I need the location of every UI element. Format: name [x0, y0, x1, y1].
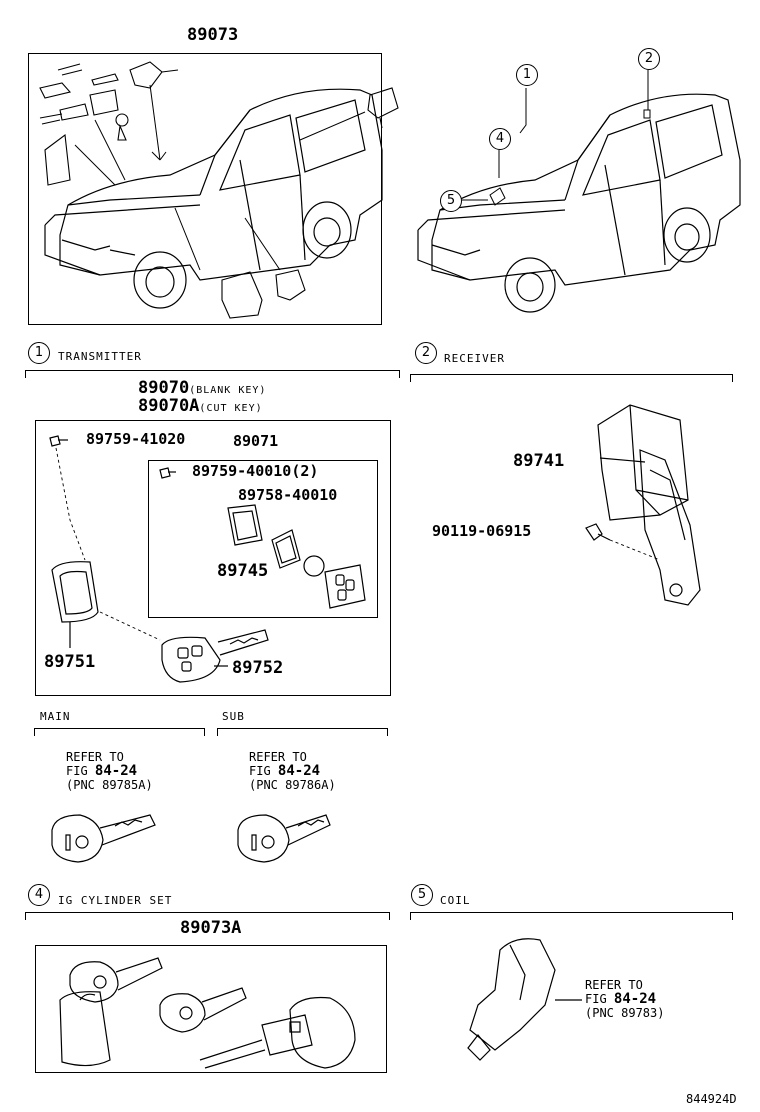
ig-cylinder-frame	[35, 945, 387, 1073]
part-case-set: 89071	[233, 432, 279, 450]
transmitter-part-alt-row: 89070A(CUT KEY)	[138, 396, 263, 416]
part-receiver: 89741	[513, 451, 565, 471]
coil-drawing	[468, 939, 582, 1060]
lock-parts-cluster	[40, 62, 398, 318]
coil-fig-prefix: FIG	[585, 992, 607, 1006]
drawing-id: 844924D	[686, 1092, 737, 1106]
callout-2: 2	[638, 48, 660, 70]
receiver-index: 2	[415, 342, 437, 364]
part-bolt: 90119-06915	[432, 522, 532, 540]
sub-refer-text: REFER TO	[249, 750, 307, 764]
coil-pnc: (PNC 89783)	[585, 1006, 665, 1020]
sub-fig-prefix: FIG	[249, 764, 271, 778]
transmitter-frame	[35, 420, 391, 696]
part-oring: 89758-40010	[238, 486, 338, 504]
part-key: 89752	[232, 658, 284, 678]
vehicle-right-illustration	[418, 94, 740, 312]
sub-title: SUB	[222, 710, 245, 723]
transmitter-index: 1	[28, 342, 50, 364]
sub-fig: 84-24	[277, 763, 321, 779]
transmitter-part-alt-note: (CUT KEY)	[199, 403, 263, 414]
part-cover: 89751	[44, 652, 96, 672]
main-pnc: (PNC 89785A)	[66, 778, 153, 792]
main-fig-prefix: FIG	[66, 764, 88, 778]
transmitter-part-alt: 89070A	[138, 396, 200, 416]
callout-4: 4	[489, 128, 511, 150]
receiver-title: RECEIVER	[444, 352, 505, 365]
coil-title: COIL	[440, 894, 471, 907]
part-ig-cylinder-set: 89073A	[180, 918, 242, 938]
assembly-part-number: 89073	[187, 25, 239, 45]
vehicle-left-illustration	[45, 89, 382, 308]
ig-cylinder-drawing	[60, 958, 355, 1068]
assembly-frame	[28, 53, 382, 325]
sub-reference: REFER TO FIG 84-24 (PNC 89786A)	[249, 750, 336, 792]
main-reference: REFER TO FIG 84-24 (PNC 89785A)	[66, 750, 153, 792]
transmitter-part-main-note: (BLANK KEY)	[189, 385, 267, 396]
transmitter-drawing	[50, 436, 365, 682]
sub-pnc: (PNC 89786A)	[249, 778, 336, 792]
receiver-drawing	[586, 405, 700, 605]
part-screw-inner: 89759-40010(2)	[192, 462, 319, 480]
part-battery: 89745	[217, 561, 269, 581]
transmitter-part-main: 89070	[138, 378, 190, 398]
main-title: MAIN	[40, 710, 71, 723]
transmitter-part-main-row: 89070(BLANK KEY)	[138, 378, 266, 398]
callout-1: 1	[516, 64, 538, 86]
callout-leaders-top-right	[462, 70, 650, 205]
sub-key-drawing	[238, 815, 330, 862]
transmitter-rule	[25, 370, 399, 371]
assembly-arrows	[75, 85, 365, 270]
coil-fig: 84-24	[613, 991, 657, 1007]
main-fig: 84-24	[94, 763, 138, 779]
ig-cylinder-title: IG CYLINDER SET	[58, 894, 173, 907]
coil-index: 5	[411, 884, 433, 906]
ig-cylinder-index: 4	[28, 884, 50, 906]
main-refer-text: REFER TO	[66, 750, 124, 764]
transmitter-title: TRANSMITTER	[58, 350, 142, 363]
coil-refer-text: REFER TO	[585, 978, 643, 992]
coil-reference: REFER TO FIG 84-24 (PNC 89783)	[585, 978, 664, 1020]
main-key-drawing	[52, 815, 155, 862]
callout-5: 5	[440, 190, 462, 212]
case-set-frame	[148, 460, 378, 618]
part-screw-outer: 89759-41020	[86, 430, 186, 448]
receiver-rule	[410, 374, 732, 375]
